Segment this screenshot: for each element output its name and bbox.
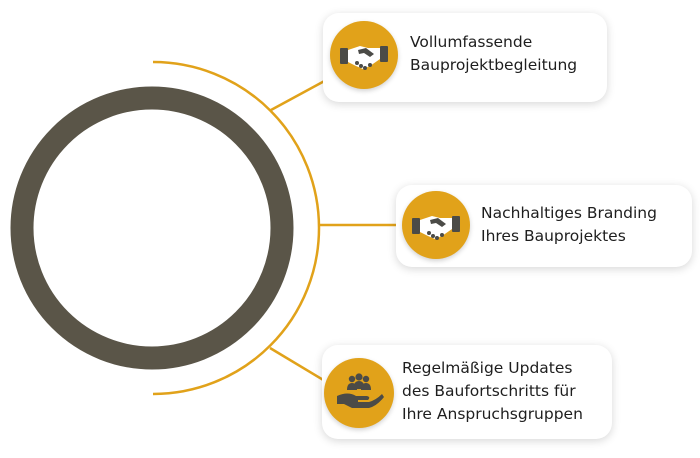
- item-1-line-1: Vollumfassende: [410, 33, 533, 51]
- item-text-1: Vollumfassende Bauprojektbegleitung: [410, 31, 577, 77]
- item-badge-1: [330, 21, 398, 89]
- item-3-line-3: Ihre Anspruchsgruppen: [402, 405, 583, 423]
- group-in-hand-icon: [337, 373, 384, 408]
- item-text-3: Regelmäßige Updates des Baufortschritts …: [402, 357, 583, 426]
- accent-arc: [152, 60, 321, 396]
- item-3-line-2: des Baufortschritts für: [402, 382, 576, 400]
- item-1-line-2: Bauprojektbegleitung: [410, 56, 578, 74]
- item-badge-3: [324, 358, 394, 428]
- item-badge-2: [402, 191, 470, 259]
- center-ring: [10, 86, 294, 370]
- connector-line-1: [270, 76, 331, 112]
- item-3-line-1: Regelmäßige Updates: [402, 359, 573, 377]
- handshake-icon: [412, 216, 460, 240]
- handshake-icon: [340, 46, 388, 70]
- item-2-line-2: Ihres Bauprojektes: [481, 227, 626, 245]
- item-2-line-1: Nachhaltiges Branding: [481, 204, 657, 222]
- item-text-2: Nachhaltiges Branding Ihres Bauprojektes: [481, 202, 657, 248]
- connector-line-3: [269, 346, 331, 386]
